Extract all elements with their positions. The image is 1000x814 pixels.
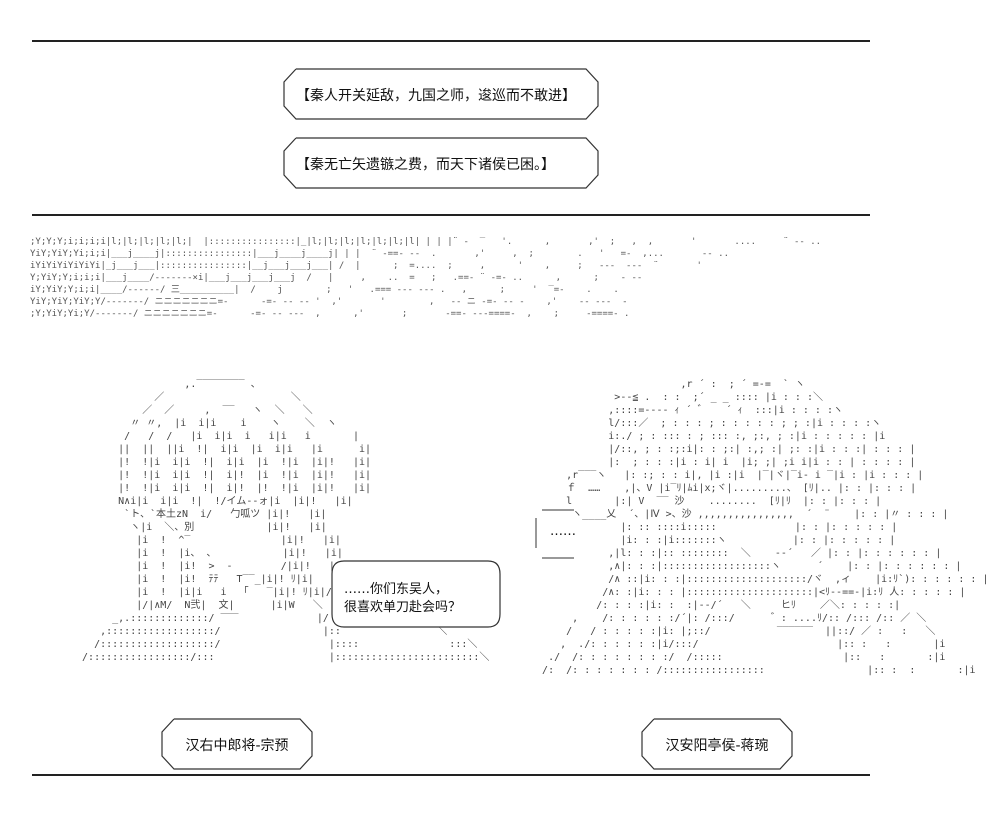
caption-text-1: 【秦人开关延敌，九国之师，逡巡而不敢进】	[296, 88, 576, 104]
nameplate-right: 汉安阳亭侯-蒋琬	[640, 718, 794, 770]
speech-bubble: ……你们东吴人， 很喜欢单刀赴会吗？	[330, 560, 502, 628]
right-face-bandage-frame	[535, 509, 574, 559]
caption-box-1: 【秦人开关延敌，九国之师，逡巡而不敢进】	[282, 68, 600, 120]
speech-line-2: 很喜欢单刀赴会吗？	[344, 600, 462, 615]
nameplate-right-frame	[641, 718, 793, 770]
caption-box-1-frame	[283, 68, 599, 120]
nameplate-right-text: 汉安阳亭侯-蒋琬	[665, 738, 769, 754]
nameplate-left: 汉右中郎将-宗预	[160, 718, 314, 770]
background-scenery-art: ;Y;Y;Y;i;i;i;i|l;|l;|l;|l;|l;| |::::::::…	[30, 237, 822, 319]
caption-box-2-frame	[283, 137, 599, 189]
caption-box-2: 【秦无亡矢遗镞之费，而天下诸侯已困。】	[282, 137, 600, 189]
speech-bubble-frame	[331, 560, 501, 628]
caption-text-2: 【秦无亡矢遗镞之费，而天下诸侯已困。】	[296, 157, 555, 173]
top-divider	[32, 40, 870, 42]
scene-top-divider	[32, 214, 870, 216]
right-face-text: ……	[550, 524, 576, 539]
nameplate-left-text: 汉右中郎将-宗预	[185, 738, 289, 754]
left-character-art: ,.‾‾‾‾‾‾‾‾ 、 ／ ＼ ／ ／ , ‾‾ ヽ ＼ ＼ 〃 〃, |i …	[82, 379, 490, 663]
bottom-divider	[32, 774, 870, 776]
right-character-art: ,r ´ : ; ´ =-= ` ヽ >--≦ . : : ;´ _ _ :::…	[542, 379, 989, 676]
speech-line-1: ……你们东吴人，	[344, 582, 449, 597]
nameplate-left-frame	[161, 718, 313, 770]
